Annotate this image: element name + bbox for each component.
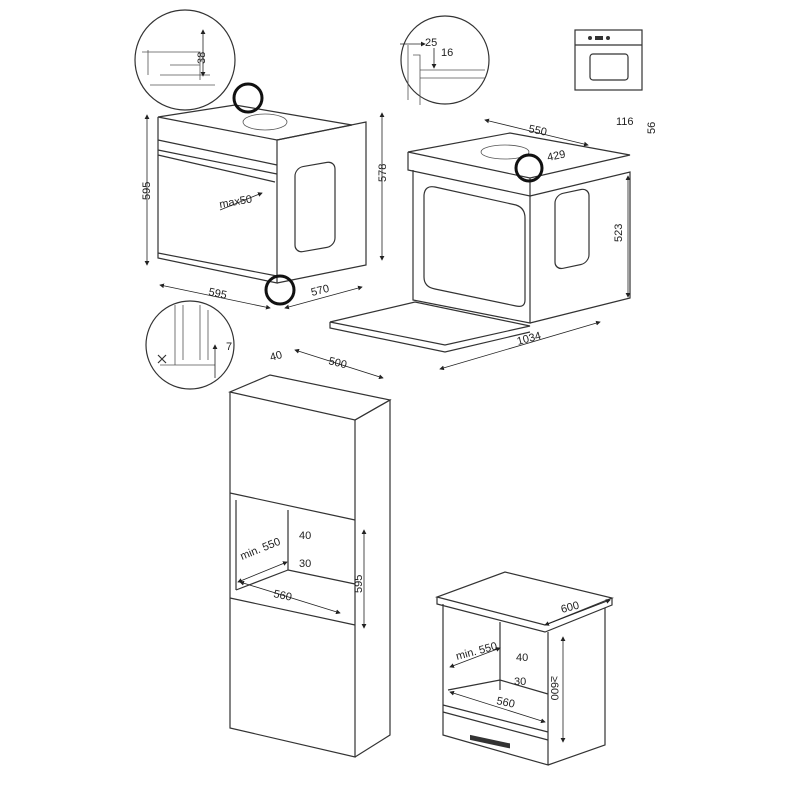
- dimension-lines: [144, 112, 631, 743]
- label-bottom-gap: 7: [226, 341, 232, 353]
- label-uc-min-depth: min. 550: [455, 640, 499, 663]
- label-uc-vent-height: 30: [514, 676, 526, 688]
- label-oven-width: 595: [207, 286, 227, 302]
- label-oven-height: 595: [141, 182, 153, 200]
- label-open-body-height: 523: [613, 224, 625, 242]
- label-body-height: 578: [377, 164, 389, 182]
- label-counter-depth: 600: [560, 600, 581, 616]
- detail-top-clearance: [134, 9, 236, 111]
- label-uc-niche-height: ≥600: [548, 676, 560, 700]
- built-in-oven-icon: [574, 29, 643, 91]
- label-door-open-depth: 1034: [516, 330, 543, 348]
- label-tall-vent-width: 40: [299, 530, 311, 542]
- label-niche-width: 560: [272, 588, 292, 604]
- dimension-labels: 38 25 16 595 578 max50 595 570 550 116 5…: [141, 37, 658, 711]
- label-uc-vent-width: 40: [516, 652, 528, 664]
- label-detail-a: 25: [425, 37, 437, 49]
- label-top-clearance: 38: [196, 52, 208, 64]
- label-tall-min-depth: min. 550: [239, 536, 283, 563]
- label-top-height: 56: [646, 122, 658, 134]
- label-handle-depth: max50: [218, 193, 253, 211]
- label-niche-height: 595: [353, 575, 365, 593]
- label-open-depth: 550: [527, 123, 547, 139]
- label-detail-b: 16: [441, 47, 453, 59]
- detail-bottom-gap: [145, 300, 235, 390]
- oven-front-view: [157, 82, 367, 306]
- callout-circle: [232, 82, 264, 114]
- detail-top-right: [400, 15, 490, 105]
- label-inner-depth: 429: [546, 148, 566, 164]
- label-offset: 116: [616, 116, 634, 128]
- label-tall-vent-height: 30: [299, 558, 311, 570]
- oven-open-view: [329, 132, 631, 353]
- under-counter-cabinet: [434, 571, 614, 766]
- callout-circle: [264, 274, 296, 306]
- label-oven-depth: 570: [310, 283, 331, 299]
- callout-circle: [514, 153, 544, 183]
- label-cabinet-depth: 500: [327, 355, 348, 371]
- label-uc-niche-width: 560: [495, 695, 515, 711]
- label-rear-gap: 40: [269, 349, 284, 364]
